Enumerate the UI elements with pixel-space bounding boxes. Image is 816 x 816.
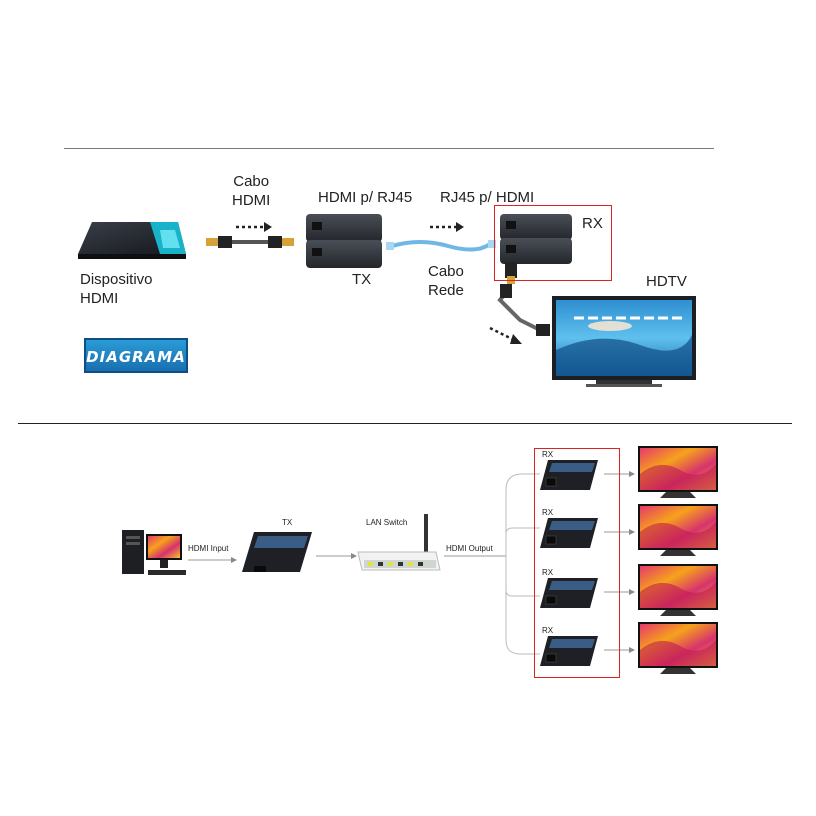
label-rx: RX xyxy=(582,215,603,232)
label-cabo-rede: Cabo Rede xyxy=(428,263,464,299)
label-hdmi-to-rj45: HDMI p/ RJ45 xyxy=(318,189,413,206)
label-lan-switch: LAN Switch xyxy=(366,518,408,527)
dotted-arrow-icon xyxy=(236,222,272,232)
rx-receiver-device-icon xyxy=(540,518,598,548)
rx-extender-device-icon xyxy=(500,214,572,284)
hdmi-source-device-icon xyxy=(78,222,186,259)
rx-receiver-device-icon xyxy=(540,578,598,608)
branch-connector xyxy=(505,473,540,655)
middle-divider xyxy=(18,423,792,424)
dotted-arrow-icon xyxy=(430,222,464,232)
label-dispositivo-hdmi: Dispositivo HDMI xyxy=(80,271,153,307)
label-hdtv: HDTV xyxy=(646,273,687,290)
label-rx-receiver: RX xyxy=(542,450,554,459)
network-cable-icon xyxy=(386,240,496,252)
receivers-highlight-box xyxy=(534,448,620,678)
computer-icon xyxy=(122,530,186,575)
label-tx-2: TX xyxy=(282,518,293,527)
hdmi-cable-icon xyxy=(497,284,550,336)
hdmi-cable-icon xyxy=(206,236,294,248)
lan-switch-icon xyxy=(357,514,441,571)
label-tx: TX xyxy=(352,271,372,288)
label-rj45-to-hdmi: RJ45 p/ HDMI xyxy=(440,189,535,206)
label-rx-receiver: RX xyxy=(542,508,554,517)
tx-extender-device-icon xyxy=(306,214,382,268)
rx-receiver-device-icon xyxy=(540,636,598,666)
label-rx-receiver: RX xyxy=(542,626,554,635)
dotted-arrow-icon xyxy=(489,326,522,344)
tv-monitor-icon xyxy=(638,622,718,674)
tv-monitor-icon xyxy=(638,564,718,616)
diagram-badge: DIAGRAMA 1 xyxy=(84,338,188,401)
label-hdmi-input: HDMI Input xyxy=(188,544,229,553)
rx-highlight-box xyxy=(494,205,612,281)
label-hdmi-output: HDMI Output xyxy=(446,544,493,553)
label-rx-receiver: RX xyxy=(542,568,554,577)
hdtv-icon xyxy=(552,296,696,387)
tv-monitor-icon xyxy=(638,504,718,556)
tx-transmitter-device-icon xyxy=(242,532,312,572)
label-cabo-hdmi: Cabo HDMI xyxy=(232,173,271,209)
tv-monitor-icon xyxy=(638,446,718,498)
top-divider xyxy=(64,148,714,149)
rx-receiver-device-icon xyxy=(540,460,598,490)
